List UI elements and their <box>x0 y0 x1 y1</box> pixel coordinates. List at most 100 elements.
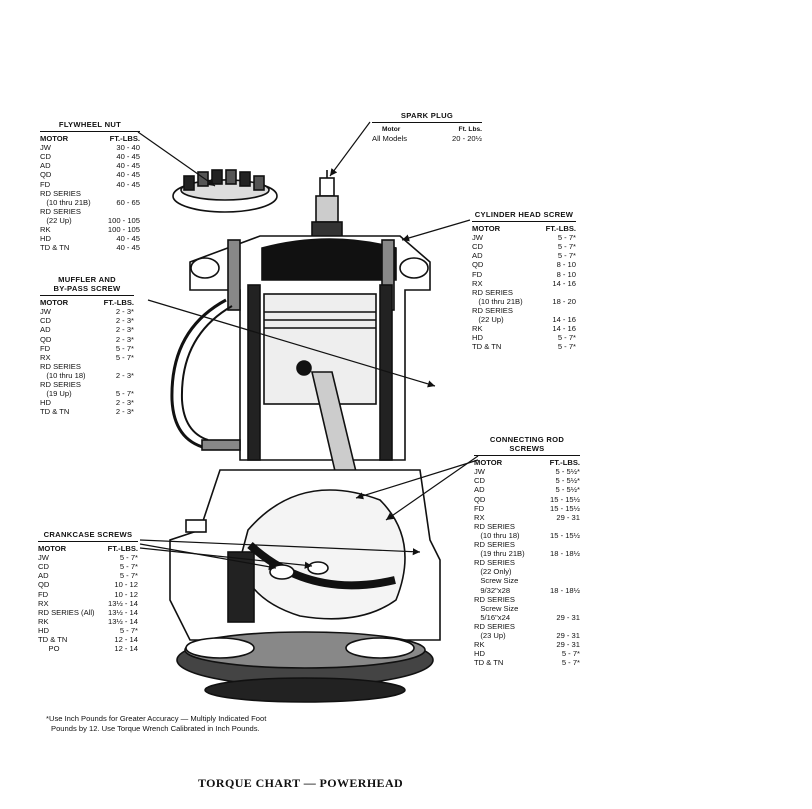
row-torque-value: 12 - 14 <box>114 635 138 645</box>
table-row: RD SERIES <box>474 595 580 604</box>
muffler-table: MUFFLER AND BY-PASS SCREW MOTOR FT.-LBS.… <box>40 275 134 416</box>
table-row: (22 Only) <box>474 567 580 576</box>
row-motor: RD SERIES (All) <box>38 607 95 617</box>
row-motor: FD <box>472 269 483 279</box>
row-motor: TD & TN <box>472 342 502 352</box>
row-motor: JW <box>474 467 485 477</box>
table-header: MOTOR FT.-LBS. <box>40 298 134 307</box>
row-torque-value: 2 - 3* <box>115 370 134 380</box>
row-torque-value: 5 - 7* <box>115 352 134 362</box>
table-row: TD & TN 5 - 7* <box>472 342 576 351</box>
row-torque-value: 5 - 7* <box>115 343 134 353</box>
row-torque-value: 5 - 7* <box>557 342 576 352</box>
row-motor: FD <box>40 179 51 189</box>
row-motor: TD & TN <box>40 407 70 417</box>
table-row: RD SERIES <box>40 189 140 198</box>
table-row: (10 thru 18)15 - 15½ <box>474 531 580 540</box>
table-row: (10 thru 18)2 - 3* <box>40 371 134 380</box>
row-motor: (22 Only) <box>474 567 512 577</box>
table-row: RD SERIES <box>472 306 576 315</box>
row-torque-value: 15 - 15½ <box>550 494 580 504</box>
row-torque-value: 12 - 14 <box>114 644 138 654</box>
row-motor: RD SERIES <box>472 305 513 315</box>
row-motor: RD SERIES <box>40 380 81 390</box>
crankcase-title: CRANKCASE SCREWS <box>43 530 133 539</box>
table-row: (22 Up)100 - 105 <box>40 216 140 225</box>
row-motor: (10 thru 21B) <box>40 197 91 207</box>
row-motor: AD <box>38 571 49 581</box>
row-motor: RK <box>38 616 49 626</box>
row-torque-value: 5 - 7* <box>115 389 134 399</box>
row-motor: JW <box>38 553 49 563</box>
muffler-title-line1: MUFFLER AND <box>58 275 116 284</box>
table-row: (19 thru 21B) 18 - 18½ <box>474 549 580 558</box>
row-motor: JW <box>40 143 51 153</box>
row-torque-value: 2 - 3* <box>115 307 134 317</box>
row-torque-value: 60 - 65 <box>116 197 140 207</box>
row-torque-value: 13½ - 14 <box>108 607 138 617</box>
row-torque-value: 29 - 31 <box>556 612 580 622</box>
row-motor: FD <box>474 503 485 513</box>
leader-crankcase-3 <box>139 547 313 569</box>
row-motor: (10 thru 18) <box>474 530 520 540</box>
row-motor: JW <box>472 233 483 243</box>
connecting-rod-title-line2: SCREWS <box>509 444 545 454</box>
leader-conn-rod-2 <box>355 459 479 500</box>
row-motor: (19 thru 21B) <box>474 549 525 559</box>
row-torque-value: 40 - 45 <box>116 179 140 189</box>
row-torque-value: 29 - 31 <box>556 512 580 522</box>
table-rule <box>38 541 138 543</box>
row-motor: QD <box>472 260 484 270</box>
row-torque-value: 18 - 18½ <box>550 549 580 559</box>
header-motor: MOTOR <box>38 544 67 554</box>
row-motor: RK <box>472 324 483 334</box>
row-motor: FD <box>38 589 49 599</box>
row-motor: RD SERIES <box>472 287 513 297</box>
row-torque-value: 40 - 45 <box>116 170 140 180</box>
row-torque-value: 8 - 10 <box>556 269 576 279</box>
row-motor: RX <box>472 278 483 288</box>
row-motor: RD SERIES <box>474 558 515 568</box>
row-motor: 5/16"x24 <box>474 612 511 622</box>
row-torque-value: 5 - 7* <box>119 625 138 635</box>
row-torque-value: 20 - 20½ <box>452 134 482 144</box>
table-row: RD SERIES <box>474 522 580 531</box>
row-motor: JW <box>40 307 51 317</box>
footnote: *Use Inch Pounds for Greater Accuracy — … <box>46 714 326 734</box>
row-motor: HD <box>38 625 49 635</box>
table-row: FD 40 - 45 <box>40 180 140 189</box>
page-caption: TORQUE CHART — POWERHEAD <box>198 776 404 790</box>
row-motor: CD <box>40 152 51 162</box>
row-torque-value: 29 - 31 <box>556 640 580 650</box>
header-value: Ft. Lbs. <box>458 126 482 134</box>
table-row: (22 Up)14 - 16 <box>472 315 576 324</box>
header-value: FT.-LBS. <box>107 544 138 554</box>
muffler-title-line2: BY-PASS SCREW <box>53 284 121 294</box>
leader-crankcase-1 <box>139 539 421 556</box>
row-motor: HD <box>472 333 483 343</box>
row-motor: TD & TN <box>40 243 70 253</box>
muffler-tube-illustration <box>170 298 241 451</box>
table-row: 5/16"x24 29 - 31 <box>474 613 580 622</box>
table-rule <box>40 131 140 133</box>
table-row: RD SERIES <box>474 540 580 549</box>
row-torque-value: 10 - 12 <box>114 580 138 590</box>
